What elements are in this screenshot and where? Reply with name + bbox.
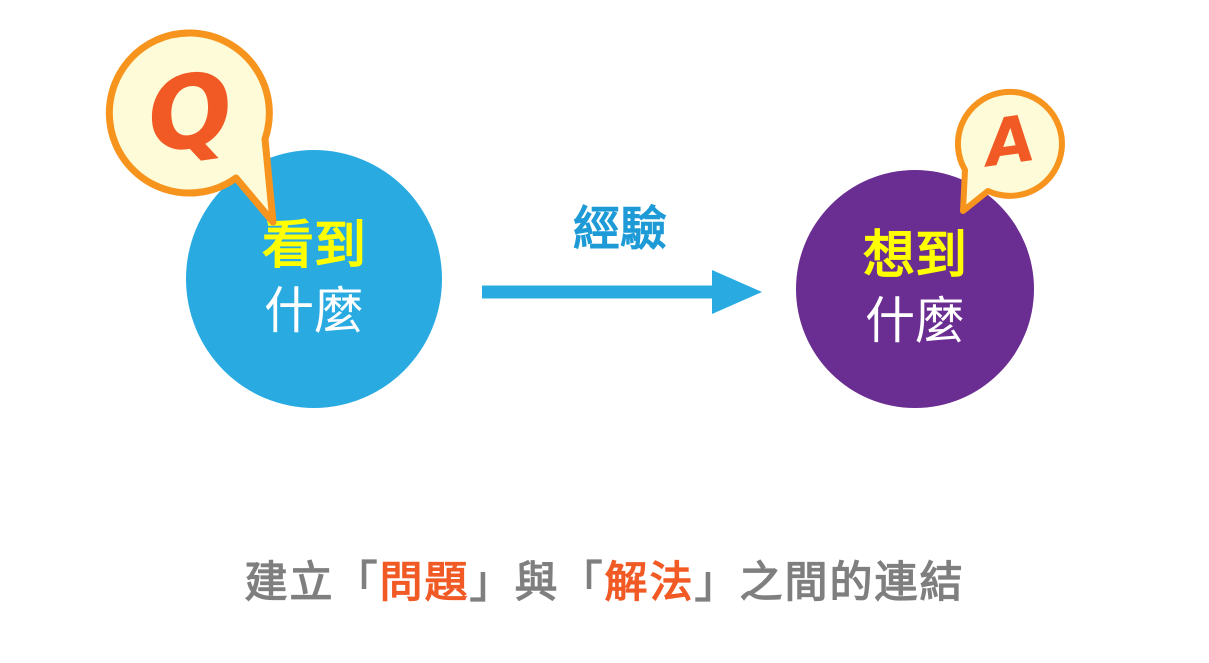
a-speech-bubble: A	[948, 86, 1080, 228]
caption-suffix: 」之間的連結	[694, 558, 965, 608]
answer-circle: 想到 什麼	[796, 170, 1034, 408]
problem-circle: 看到 什麼	[186, 150, 442, 408]
q-speech-bubble: Q	[98, 22, 288, 237]
answer-circle-subtitle: 什麼	[865, 292, 965, 350]
problem-circle-subtitle: 什麼	[264, 282, 364, 340]
caption-middle: 」與「	[469, 558, 605, 608]
right-arrow-icon	[482, 270, 762, 314]
caption-solution-highlight: 解法	[604, 558, 695, 608]
caption-problem-highlight: 問題	[379, 558, 470, 608]
caption-prefix: 建立「	[244, 558, 380, 608]
problem-circle-title: 看到	[261, 216, 366, 276]
answer-circle-title: 想到	[862, 226, 967, 286]
arrow-label: 經驗	[573, 202, 667, 257]
a-speech-bubble-shape	[954, 88, 1065, 214]
caption: 建立「問題」與「解法」之間的連結	[0, 548, 1209, 610]
q-speech-bubble-shape	[105, 29, 277, 226]
